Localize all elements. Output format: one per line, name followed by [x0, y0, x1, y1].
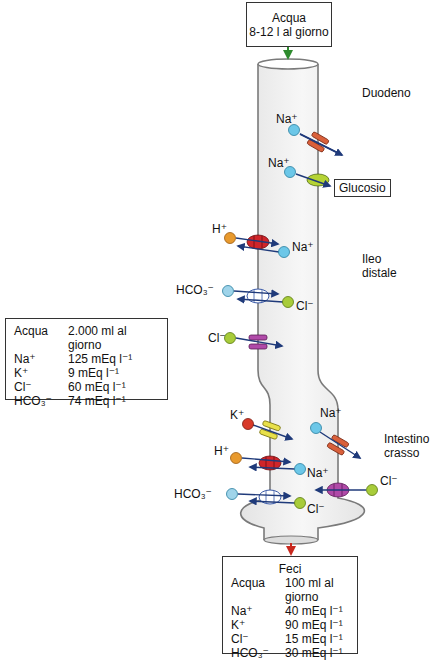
flux-arrow [236, 238, 278, 244]
table-cell: 40 mEq l⁻¹ [285, 604, 349, 618]
ion-label: Cl⁻ [208, 331, 226, 345]
ion-label: Na⁺ [268, 156, 290, 170]
ion-label: Na⁺ [276, 112, 298, 126]
ion-label: Na⁺ [292, 240, 314, 254]
flux-arrow [238, 494, 290, 496]
flux-arrow [250, 467, 295, 469]
region-label: Ileo distale [362, 252, 414, 280]
sodium-channel [307, 131, 330, 152]
table-cell: HCO₃⁻ [14, 394, 62, 408]
ion [225, 333, 236, 344]
flux-arrow [296, 174, 330, 186]
input-box: Acqua8-12 l al giorno [246, 2, 332, 47]
table-cell: Na⁺ [14, 352, 62, 366]
ion [223, 286, 234, 297]
flux-arrow [316, 489, 366, 490]
flux-arrow [236, 338, 282, 346]
ion [227, 489, 238, 500]
table-cell: Cl⁻ [231, 632, 279, 646]
box-text: Glucosio [339, 181, 386, 195]
table-cell: 100 ml al giorno [285, 576, 349, 604]
ion [295, 498, 306, 509]
flux-arrow [250, 501, 295, 503]
ion-label: HCO₃⁻ [174, 487, 212, 501]
ion-label: HCO₃⁻ [176, 283, 214, 297]
table-cell: 30 mEq l⁻¹ [285, 646, 349, 660]
intestine-wall [241, 64, 270, 540]
potassium-channel [259, 420, 281, 439]
ion [311, 423, 322, 434]
ion-label: Na⁺ [320, 406, 342, 420]
table-cell: 60 mEq l⁻¹ [68, 380, 159, 394]
table-cell: Na⁺ [231, 604, 279, 618]
composition-table: Acqua2.000 ml al giornoNa⁺ 125 mEq l⁻¹ K⁺ 9… [5, 318, 168, 400]
table-cell: 2.000 ml al giorno [68, 324, 159, 352]
table-cell: 15 mEq l⁻¹ [285, 632, 349, 646]
ion-label: Cl⁻ [380, 474, 398, 488]
ion [295, 464, 306, 475]
flux-arrow [300, 134, 342, 155]
inflow-arrow [287, 47, 289, 58]
ion [279, 247, 290, 258]
ion-label: Cl⁻ [307, 502, 325, 516]
table-cell: K⁺ [14, 366, 62, 380]
table-cell: 90 mEq l⁻¹ [285, 618, 349, 632]
table-body: Acqua2.000 ml al giornoNa⁺ 125 mEq l⁻¹ K⁺ 9… [14, 324, 159, 408]
box-text: 8-12 l al giorno [247, 25, 331, 39]
outflow-arrow [290, 543, 292, 554]
table-cell: K⁺ [231, 618, 279, 632]
region-label: Intestino crasso [384, 432, 444, 460]
sodium-channel [327, 434, 350, 455]
ion-label: K⁺ [230, 408, 244, 422]
ion-label: Cl⁻ [296, 299, 314, 313]
ion [283, 297, 294, 308]
feces-table: FeciAcqua100 ml al giornoNa⁺ 40 mEq l⁻¹ K⁺… [222, 556, 358, 654]
ion-label: H⁺ [214, 444, 229, 458]
table-cell: 125 mEq l⁻¹ [68, 352, 159, 366]
flux-arrow [242, 458, 290, 462]
table-cell: 9 mEq l⁻¹ [68, 366, 159, 380]
tube-opening [258, 59, 318, 69]
table-cell: HCO₃⁻ [231, 646, 279, 660]
tube-opening [264, 536, 318, 544]
intestine-lumen [241, 64, 365, 540]
flux-arrow [238, 299, 283, 302]
flux-arrow [320, 432, 360, 458]
table-cell: 74 mEq l⁻¹ [68, 394, 159, 408]
flux-arrow [238, 246, 279, 252]
table-heading: Feci [231, 562, 349, 576]
region-label: Duodeno [362, 86, 411, 100]
substrate-box: Glucosio [334, 179, 391, 197]
table-body: Acqua100 ml al giornoNa⁺ 40 mEq l⁻¹ K⁺ 90 m… [231, 576, 349, 660]
ion [231, 453, 242, 464]
ion [367, 485, 378, 496]
flux-arrow [253, 425, 292, 439]
flux-arrow [234, 291, 278, 294]
table-cell: Cl⁻ [14, 380, 62, 394]
table-cell: Acqua [231, 576, 279, 604]
table-cell: Acqua [14, 324, 62, 352]
ion-label: H⁺ [212, 222, 227, 236]
ion-label: Na⁺ [307, 466, 329, 480]
flux-arrow [300, 134, 342, 155]
ion [289, 125, 300, 136]
box-text: Acqua [247, 11, 331, 25]
